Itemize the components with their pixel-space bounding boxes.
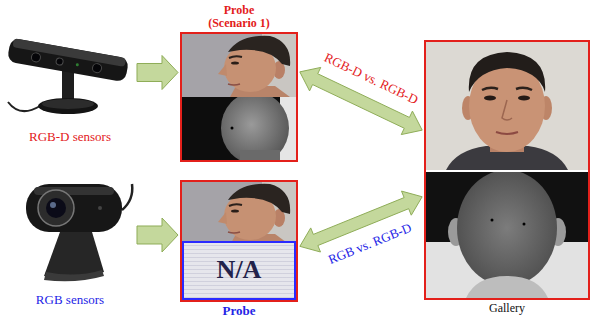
eye	[484, 96, 496, 101]
rgbd-sensor: RGB-D sensors	[5, 20, 135, 145]
eyebrow	[482, 88, 498, 90]
depth-dot	[523, 223, 526, 226]
sensor-top	[12, 38, 126, 67]
rgb-sensor: RGB sensors	[5, 170, 135, 308]
eye	[518, 96, 530, 101]
webcam-mic	[98, 206, 102, 210]
input-arrow	[137, 218, 178, 252]
depth-dot	[491, 219, 494, 222]
depth-head	[221, 97, 289, 160]
depth-head	[457, 172, 557, 286]
depth-shoulders	[466, 276, 548, 298]
sensor-label: RGB-D sensors	[29, 130, 111, 144]
rgbd-sensor-body	[7, 38, 129, 82]
probe-label: Probe (Scenario 1)	[198, 4, 280, 30]
gallery-label: Gallery	[489, 302, 525, 315]
webcam-clip	[44, 232, 104, 278]
input-arrow	[137, 55, 178, 89]
probe-depth-photo	[182, 97, 296, 160]
sensor-lens	[31, 52, 41, 62]
sensor-bar	[7, 38, 129, 82]
probe-box: N/AProbe	[180, 180, 298, 302]
depth-neck	[240, 150, 280, 160]
na-text: N/A	[217, 256, 262, 285]
photo-background	[426, 42, 588, 170]
gallery-rgb-photo	[426, 42, 588, 170]
sensor-base	[38, 98, 98, 114]
webcam-body	[26, 184, 122, 232]
probe-face	[182, 182, 296, 241]
nose	[502, 100, 512, 120]
probe-label: Probe	[223, 304, 256, 318]
sensor-stand	[62, 70, 74, 102]
sensor-led	[76, 63, 79, 66]
webcam-lens	[46, 198, 66, 218]
webcam-lens-ring	[38, 190, 74, 226]
mouth	[496, 132, 518, 134]
sensor-label: RGB sensors	[36, 293, 104, 307]
eyebrow	[516, 88, 532, 90]
probe-rgb-photo	[182, 182, 296, 241]
webcam-cable	[122, 184, 132, 210]
probe-rgb-photo	[182, 34, 296, 97]
comparison-label: RGB vs. RGB-D	[326, 221, 413, 268]
depth-dot	[231, 127, 234, 130]
comparison-label: RGB-D vs. RGB-D	[322, 51, 420, 108]
gallery-box: Gallery	[424, 40, 590, 300]
sensor-lens	[92, 63, 102, 73]
probe-face	[182, 34, 296, 97]
missing-depth-box: N/A	[182, 241, 296, 300]
sensor-cable	[8, 102, 40, 111]
hair	[469, 52, 545, 92]
webcam-base	[44, 270, 104, 281]
sensor-lens	[56, 58, 64, 66]
gallery-depth-photo	[426, 172, 588, 298]
lens-glint	[50, 202, 56, 208]
sensor-base	[42, 99, 94, 109]
probe-box: Probe (Scenario 1)	[180, 32, 298, 162]
